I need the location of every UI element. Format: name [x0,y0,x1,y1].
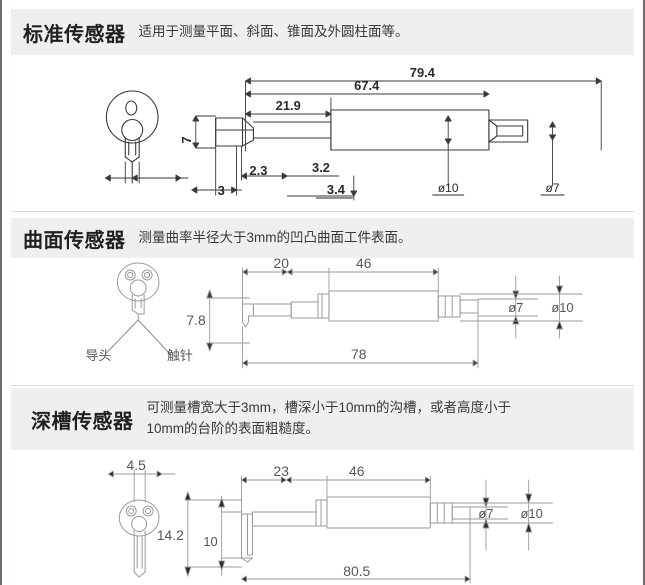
dim-label-d7: ø7 [508,300,523,315]
curved-sensor-head-detail [104,262,171,355]
callout-label-stylus: 触针 [167,348,193,363]
section-title-curved-surface-sensor: 曲面传感器 [23,229,126,252]
dim-label-20: 20 [274,258,290,271]
section-description-line-1: 适用于测量平面、斜面、锥面及外圆柱面等。 [138,23,409,39]
section-header-standard-sensor: 标准传感器 适用于测量平面、斜面、锥面及外圆柱面等。 [11,9,634,55]
dim-label-78: 78 [351,346,367,362]
dim-label-2-3: 2.3 [249,163,267,178]
section-divider-2 [11,385,634,386]
deep-groove-head-detail [118,499,160,578]
dim-label-46: 46 [349,463,365,479]
dim-label-d7: ø7 [546,181,560,195]
dim-label-23: 23 [274,463,290,479]
standard-sensor-body [215,109,529,151]
section-description-curved-surface-sensor: 测量曲率半径大于3mm的凹凸曲面工件表面。 [126,228,635,249]
section-title-deep-groove-sensor: 深槽传感器 [31,410,134,433]
section-description-line-1: 测量曲率半径大于3mm的凹凸曲面工件表面。 [138,229,412,245]
dim-label-d10: ø10 [521,506,543,521]
standard-sensor-diagram: 79.4 67.4 21.9 2.3 3 3.2 3.4 7 ø10 ø7 [11,58,634,210]
dim-label-d10: ø10 [551,300,573,315]
dim-label-79-4: 79.4 [410,65,436,80]
section-description-deep-groove-sensor: 可测量槽宽大于3mm，槽深小于10mm的沟槽，或者高度小于 10mm的台阶的表面… [134,398,635,440]
section-description-standard-sensor: 适用于测量平面、斜面、锥面及外圆柱面等。 [126,22,635,43]
curved-sensor-dimension-lines [206,267,583,369]
standard-sensor-head-detail [105,90,159,184]
dim-label-d10: ø10 [438,181,459,195]
section-header-curved-surface-sensor: 曲面传感器 测量曲率半径大于3mm的凹凸曲面工件表面。 [11,218,634,258]
curved-sensor-body [242,290,479,328]
section-header-deep-groove-sensor: 深槽传感器 可测量槽宽大于3mm，槽深小于10mm的沟槽，或者高度小于 10mm… [11,388,634,450]
dim-label-3-2: 3.2 [312,160,330,175]
deep-groove-body [241,496,471,563]
dim-label-7: 7 [179,136,194,143]
dim-label-7-8: 7.8 [186,312,206,328]
curved-surface-sensor-diagram: 20 46 78 7.8 ø7 ø10 导头 触针 [11,258,634,384]
dim-label-21-9: 21.9 [276,98,301,113]
deep-groove-dimension-lines [107,469,553,584]
deep-groove-sensor-diagram: 4.5 23 46 14.2 10 80.5 ø7 ø10 [11,450,634,585]
section-description-line-2: 10mm的台阶的表面粗糙度。 [146,421,320,436]
section-description-line-1: 可测量槽宽大于3mm，槽深小于10mm的沟槽，或者高度小于 [146,400,512,416]
dim-label-3-4: 3.4 [327,182,346,197]
dim-label-10: 10 [203,534,217,549]
dim-label-d7: ø7 [478,506,493,521]
callout-label-guide-head: 导头 [86,348,112,363]
dim-label-14-2: 14.2 [157,527,184,543]
dim-label-4-5: 4.5 [127,457,147,473]
section-title-standard-sensor: 标准传感器 [23,23,126,46]
section-divider-1 [11,211,634,212]
dim-label-67-4: 67.4 [354,78,380,93]
standard-sensor-dimension-lines [104,77,602,201]
dim-label-80-5: 80.5 [343,563,370,579]
dim-label-3: 3 [218,183,225,198]
dim-label-46: 46 [356,258,372,271]
